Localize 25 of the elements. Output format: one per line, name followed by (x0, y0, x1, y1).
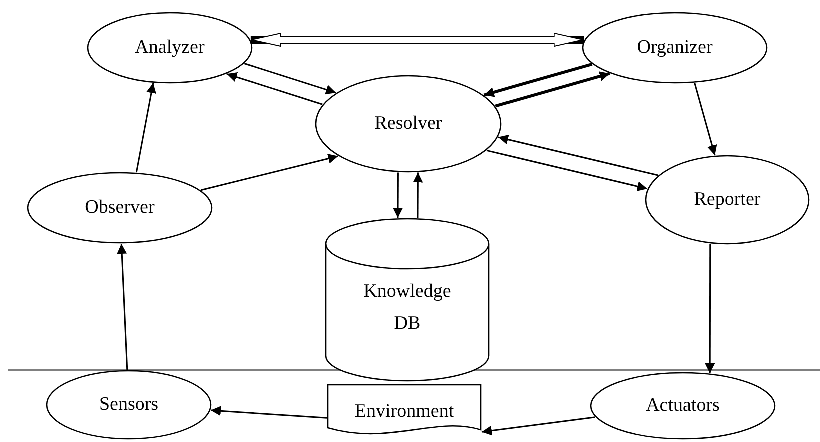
arrow (210, 406, 328, 419)
arrow (498, 134, 658, 176)
arrow (495, 72, 610, 108)
arrow (393, 172, 404, 218)
node-label: Organizer (637, 36, 713, 60)
node-label: Analyzer (135, 36, 205, 60)
arrow (705, 244, 716, 374)
node-label: Resolver (374, 112, 442, 136)
arrow (694, 82, 718, 156)
arrow (413, 172, 424, 218)
arrow (200, 154, 339, 192)
node-label: Observer (85, 196, 155, 220)
node-label: Knowledge DB (362, 280, 452, 336)
node-label: Reporter (694, 188, 761, 212)
arrow (250, 33, 584, 47)
arrow (244, 63, 336, 95)
arrow (484, 63, 593, 98)
node-label: Environment (354, 400, 454, 424)
arrow (226, 72, 323, 106)
arrow (136, 83, 156, 173)
arrow (117, 244, 128, 370)
node-label: Actuators (646, 394, 720, 418)
arrow (482, 416, 596, 436)
node-label: Sensors (99, 393, 159, 417)
arrow (486, 150, 648, 192)
